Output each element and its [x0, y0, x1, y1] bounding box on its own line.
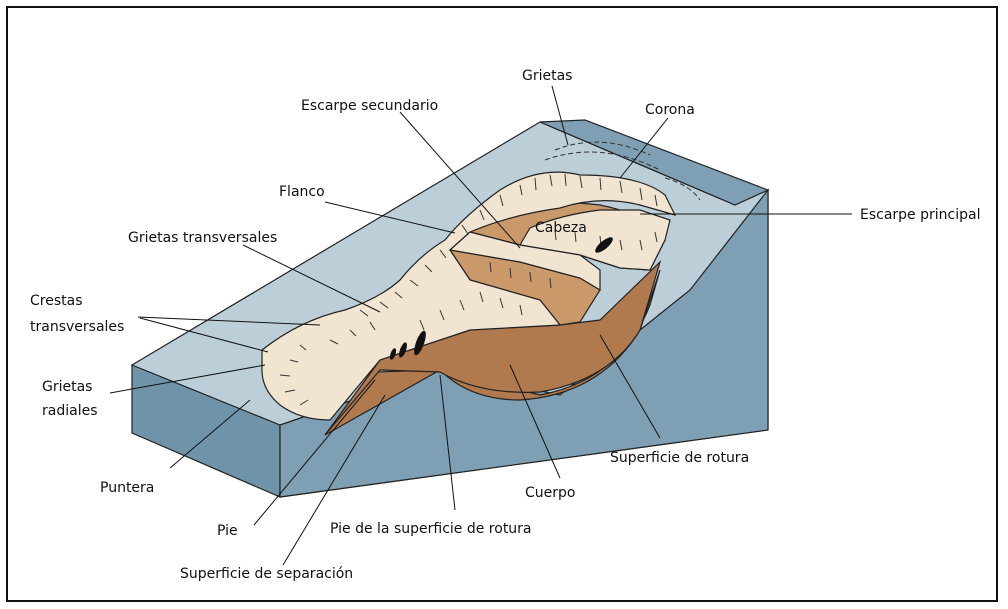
- label-cabeza: Cabeza: [535, 220, 587, 236]
- label-puntera: Puntera: [100, 480, 154, 496]
- label-superficie-separacion: Superficie de separación: [180, 566, 353, 582]
- label-crestas-line2: transversales: [30, 319, 124, 335]
- label-cuerpo: Cuerpo: [525, 485, 575, 501]
- label-escarpe-secundario: Escarpe secundario: [301, 98, 438, 114]
- label-escarpe-principal: Escarpe principal: [860, 207, 980, 223]
- label-corona: Corona: [645, 102, 695, 118]
- label-grietas: Grietas: [522, 68, 572, 84]
- label-pie-superficie-rotura: Pie de la superficie de rotura: [330, 521, 532, 537]
- label-crestas-line1: Crestas: [30, 293, 83, 309]
- label-pie: Pie: [217, 523, 238, 539]
- label-flanco: Flanco: [279, 184, 325, 200]
- label-superficie-rotura: Superficie de rotura: [610, 450, 749, 466]
- label-grietas-radiales-line2: radiales: [42, 403, 98, 419]
- label-grietas-transversales: Grietas transversales: [128, 230, 277, 246]
- label-grietas-radiales-line1: Grietas: [42, 379, 92, 395]
